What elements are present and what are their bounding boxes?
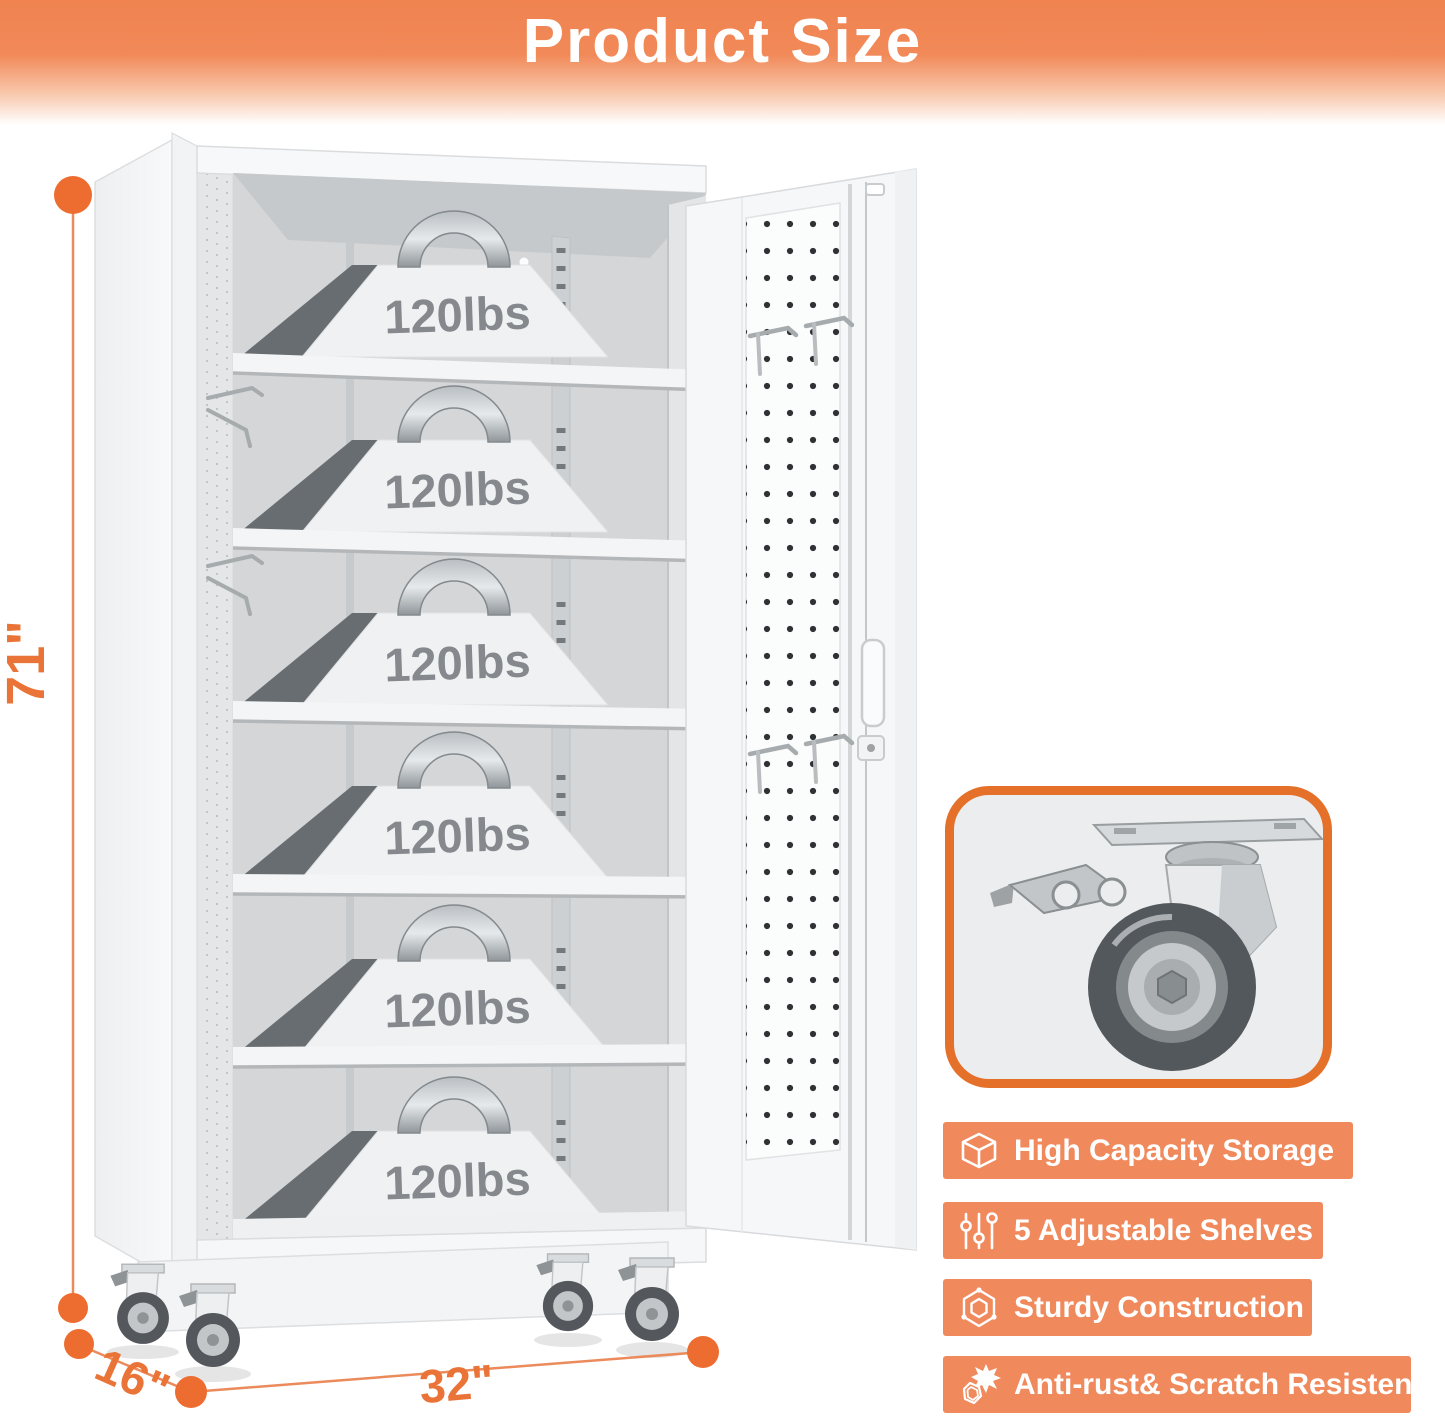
feature-badge-adjustable-shelves: 5 Adjustable Shelves xyxy=(943,1202,1323,1259)
weight-label: 120lbs xyxy=(383,979,531,1037)
cabinet-left-side-panel xyxy=(94,138,173,1282)
sliders-icon xyxy=(960,1211,998,1249)
shield-splash-icon xyxy=(962,1363,1001,1404)
weight: 120lbs xyxy=(239,210,609,358)
weight: 120lbs xyxy=(239,558,609,706)
feature-label: Sturdy Construction xyxy=(1014,1290,1304,1324)
cabinet: 120lbs 120lbs 120lbs 120lbs 120lbs 120lb… xyxy=(94,132,917,1382)
weight: 120lbs xyxy=(239,1076,609,1224)
dimension-label-width: 32" xyxy=(417,1354,496,1413)
shelf xyxy=(232,353,707,392)
left-door-hooks xyxy=(206,385,264,616)
door-pegboard xyxy=(745,202,841,1161)
door-top-latch xyxy=(865,183,885,196)
dimension-line-width xyxy=(190,1350,704,1394)
weight-label: 120lbs xyxy=(383,1151,531,1209)
shelf xyxy=(232,528,707,563)
dimension-label-height: 71" xyxy=(0,620,56,706)
weight-label: 120lbs xyxy=(383,285,531,343)
weight: 120lbs xyxy=(239,385,609,533)
caster-detail-image xyxy=(990,817,1323,1071)
weight-label: 120lbs xyxy=(383,460,531,518)
feature-badge-sturdy-construction: Sturdy Construction xyxy=(943,1279,1312,1336)
keyhole xyxy=(867,744,875,752)
weights: 120lbs 120lbs 120lbs 120lbs 120lbs 120lb… xyxy=(239,210,609,1224)
shelf xyxy=(232,874,707,899)
feature-label: Anti-rust& Scratch Resistent xyxy=(1014,1367,1423,1401)
hexagon-icon xyxy=(961,1286,997,1327)
weight: 120lbs xyxy=(239,731,609,879)
page-title: Product Size xyxy=(522,7,923,76)
feature-label: High Capacity Storage xyxy=(1014,1133,1335,1167)
cube-icon xyxy=(961,1132,997,1168)
feature-badge-high-capacity: High Capacity Storage xyxy=(943,1122,1353,1179)
shelf xyxy=(232,701,707,731)
left-door-open xyxy=(171,132,234,1303)
weight-label: 120lbs xyxy=(383,806,531,864)
caster-detail-box xyxy=(945,786,1332,1088)
shelf xyxy=(232,1044,707,1069)
feature-badge-anti-rust: Anti-rust& Scratch Resistent xyxy=(943,1356,1422,1413)
weight: 120lbs xyxy=(239,904,609,1052)
feature-label: 5 Adjustable Shelves xyxy=(1014,1213,1314,1247)
door-handle xyxy=(860,638,886,728)
weight-label: 120lbs xyxy=(383,633,531,691)
header-banner: Product Size xyxy=(0,0,1445,130)
dimension-line-depth xyxy=(78,1343,192,1394)
right-door-open xyxy=(685,168,917,1251)
